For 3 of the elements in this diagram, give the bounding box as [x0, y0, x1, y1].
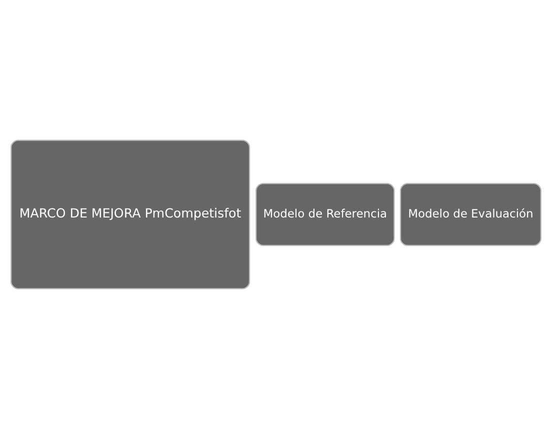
- node-box: Modelo de Evaluación: [400, 182, 542, 246]
- node-box: Modelo de Referencia: [256, 182, 395, 246]
- node-box: MARCO DE MEJORA PmCompetisfot: [10, 140, 250, 290]
